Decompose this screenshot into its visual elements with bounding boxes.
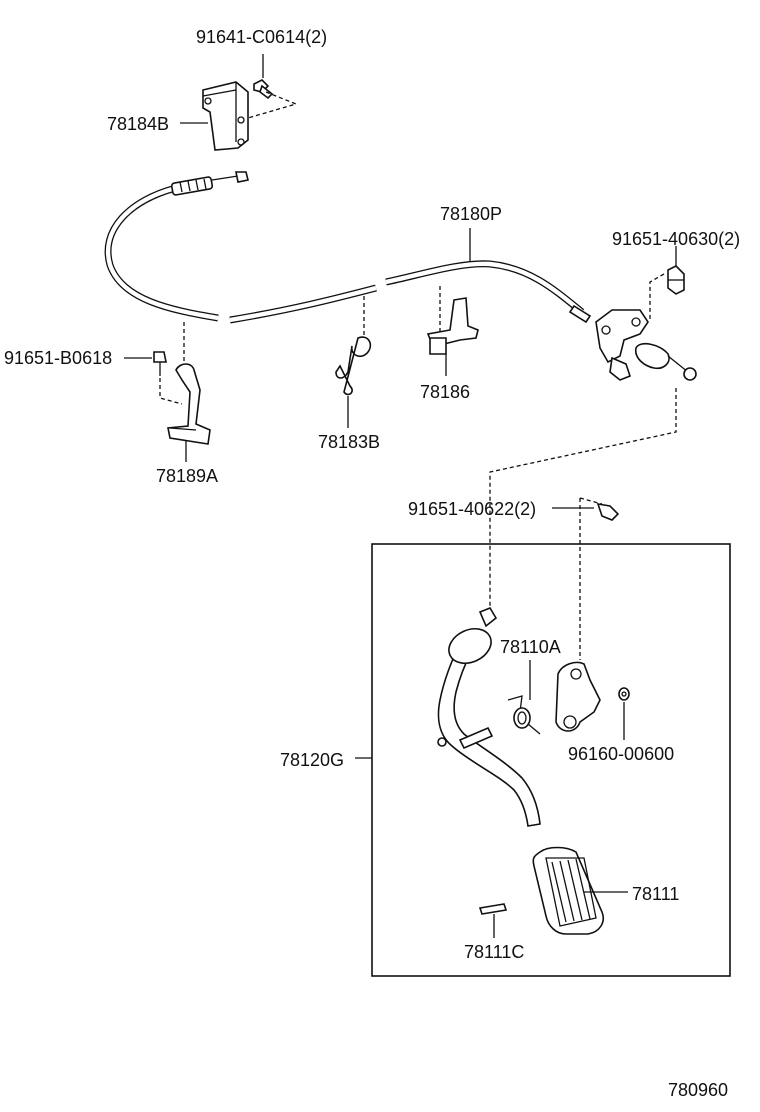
clamp-78186[interactable] [426,297,479,355]
pedal-assembly-box [371,543,731,977]
pedal-arm-78120g[interactable] [437,607,541,827]
cable-mount-bracket[interactable] [595,309,697,381]
pad-pin-icon[interactable] [478,903,508,915]
label-bolt-left: 91651-B0618 [4,348,112,368]
label-pedal-pad: 78111 [632,884,679,904]
pedal-pad-78111[interactable] [532,846,604,935]
label-pedal-assy: 78120G [280,750,344,770]
label-clamp-left: 78189A [156,466,218,486]
bracket-78184b[interactable] [202,81,249,151]
label-bolt-lower: 91651-40622(2) [408,499,536,519]
label-bracket-pedal: 78110A [500,637,561,657]
bolt-lower-icon[interactable] [596,502,620,521]
label-bracket-top: 78184B [107,114,169,134]
label-bolt-right: 91651-40630(2) [612,229,740,249]
nut-small-icon[interactable] [618,687,630,701]
label-pad-pin: 78111C [464,942,524,962]
label-bolt-top: 91641-C0614(2) [196,27,327,47]
cable-78180p[interactable] [104,171,592,324]
bracket-78110a[interactable] [555,661,601,732]
label-clip-mid: 78183B [318,432,380,452]
bolt-right-icon[interactable] [667,265,685,295]
clamp-78189a[interactable] [167,363,211,445]
label-cable-main: 78180P [440,204,502,224]
bolt-left-icon[interactable] [153,351,167,376]
label-nut-small: 96160-00600 [568,744,674,764]
clip-78183b[interactable] [335,336,372,396]
label-clamp-mid: 78186 [420,382,470,402]
spring-icon[interactable] [507,695,541,735]
diagram-code: 780960 [668,1080,728,1100]
bolt-top-icon[interactable] [253,79,274,100]
